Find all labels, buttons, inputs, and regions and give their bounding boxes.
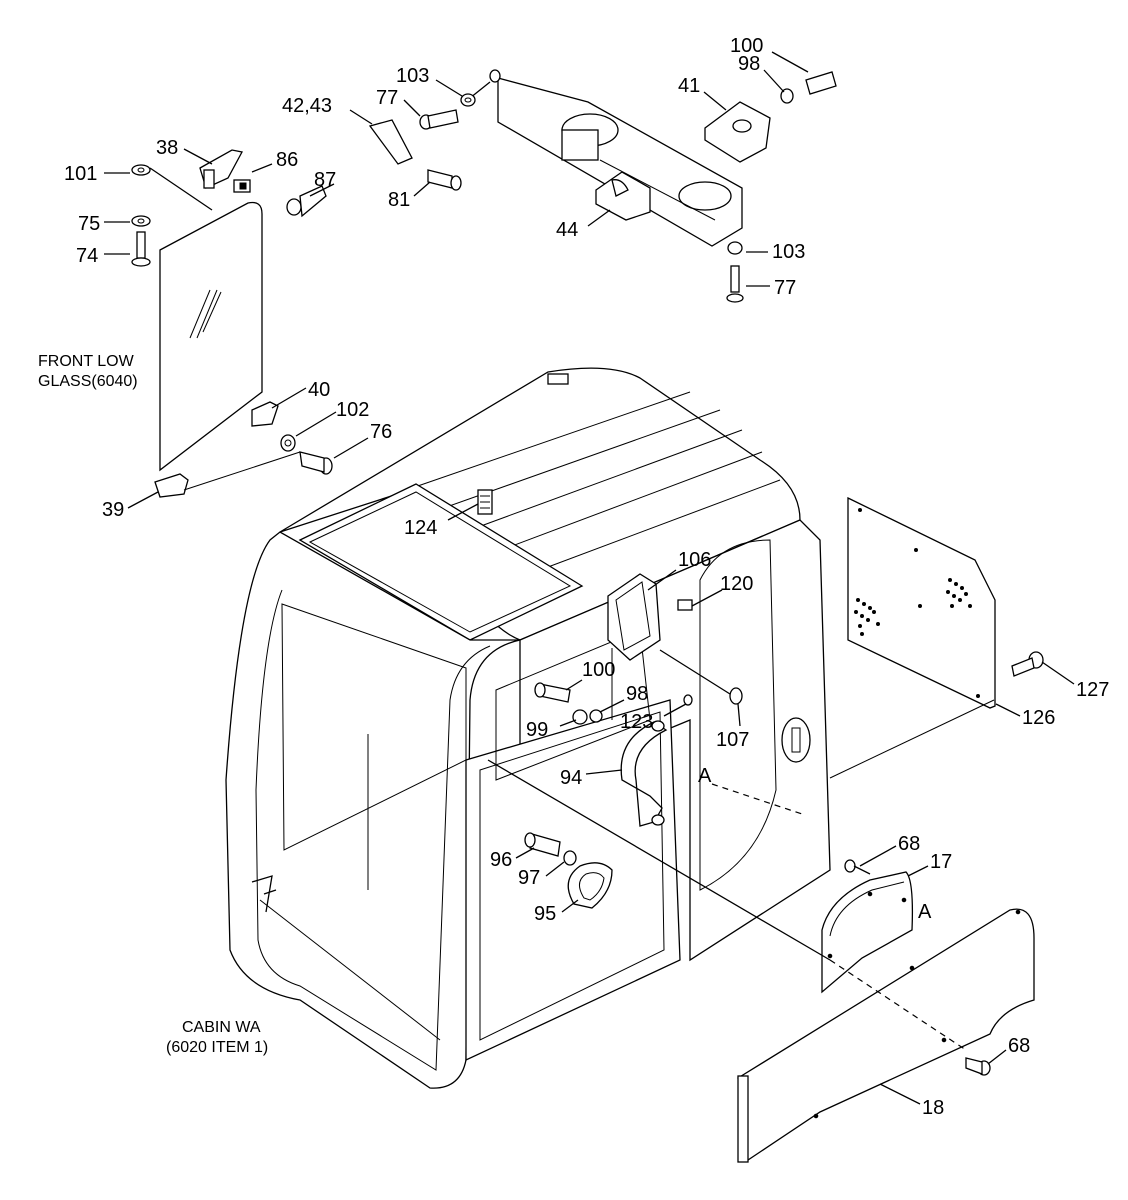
callout-a-right: A — [918, 901, 932, 923]
callout-123: 123 — [620, 711, 653, 733]
callout-a-left: A — [698, 765, 712, 787]
callout-77-right: 77 — [774, 277, 796, 299]
pin-103-top-mount — [469, 69, 501, 99]
callout-106: 106 — [678, 549, 711, 571]
callout-68-bottom: 68 — [1008, 1035, 1030, 1057]
callout-97: 97 — [518, 867, 540, 889]
callout-94: 94 — [560, 767, 582, 789]
callout-86: 86 — [276, 149, 298, 171]
front-low-glass-note-line2: GLASS(6040) — [38, 373, 138, 390]
bolt-77-right — [726, 265, 744, 303]
callout-74: 74 — [76, 245, 98, 267]
washer-103-top — [460, 93, 476, 107]
callout-41: 41 — [678, 75, 700, 97]
bolt-96 — [524, 832, 561, 857]
clip-120 — [677, 599, 693, 611]
panel-126 — [847, 496, 996, 709]
panel-17 — [821, 871, 914, 994]
callout-98-mid: 98 — [626, 683, 648, 705]
bolt-74 — [131, 231, 151, 267]
bracket-42-43 — [368, 119, 413, 165]
callout-96: 96 — [490, 849, 512, 871]
bolt-100-mid — [534, 682, 571, 703]
bolt-77-top — [419, 109, 459, 130]
callout-17: 17 — [930, 851, 952, 873]
callout-leaders — [104, 51, 1075, 1105]
bracket-39 — [154, 473, 189, 498]
screw-87 — [286, 185, 327, 218]
callout-103-right: 103 — [772, 241, 805, 263]
panel-18 — [737, 908, 1035, 1163]
callout-103-top: 103 — [396, 65, 429, 87]
callout-38: 38 — [156, 137, 178, 159]
front-low-glass — [149, 167, 263, 472]
callout-42-43: 42,43 — [282, 95, 332, 117]
callout-44: 44 — [556, 219, 578, 241]
callout-75: 75 — [78, 213, 100, 235]
washer-99 — [572, 709, 588, 725]
callout-95: 95 — [534, 903, 556, 925]
bolt-68-top — [844, 859, 871, 875]
callout-126: 126 — [1022, 707, 1055, 729]
callout-76: 76 — [370, 421, 392, 443]
callout-39: 39 — [102, 499, 124, 521]
callout-98-top: 98 — [738, 53, 760, 75]
callout-99: 99 — [526, 719, 548, 741]
callout-127: 127 — [1076, 679, 1109, 701]
grommet-95 — [567, 862, 613, 909]
washer-97 — [563, 850, 577, 866]
washer-98-mid — [589, 709, 603, 723]
bolt-123 — [683, 694, 693, 706]
handle-94 — [620, 720, 668, 827]
bracket-106 — [607, 573, 661, 661]
pin-107 — [659, 649, 743, 705]
bolt-68-bottom — [965, 1057, 991, 1076]
callout-87: 87 — [314, 169, 336, 191]
ceiling-bracket-plate — [497, 77, 743, 247]
callout-77-top: 77 — [376, 87, 398, 109]
bolt-100-top — [805, 71, 837, 95]
catch-44 — [595, 171, 651, 221]
callout-101: 101 — [64, 163, 97, 185]
clip-86 — [233, 179, 251, 193]
callout-124: 124 — [404, 517, 437, 539]
callout-81: 81 — [388, 189, 410, 211]
washer-101 — [131, 164, 151, 176]
bracket-38 — [199, 149, 243, 189]
callout-107: 107 — [716, 729, 749, 751]
decal-124 — [477, 489, 493, 515]
callout-120: 120 — [720, 573, 753, 595]
bracket-41 — [704, 101, 771, 163]
callout-68-top: 68 — [898, 833, 920, 855]
washer-102 — [280, 434, 296, 452]
washer-75 — [131, 215, 151, 227]
bolt-127 — [1011, 651, 1044, 677]
bolt-76 — [299, 451, 333, 475]
clip-40 — [251, 401, 279, 427]
cabin-wa-note-line1: CABIN WA — [182, 1019, 261, 1036]
callout-100-top: 100 — [730, 35, 763, 57]
callout-102: 102 — [336, 399, 369, 421]
washer-98-top — [780, 88, 794, 104]
cabin-wa-note-line2: (6020 ITEM 1) — [166, 1039, 268, 1056]
callout-40: 40 — [308, 379, 330, 401]
callout-100-mid: 100 — [582, 659, 615, 681]
front-low-glass-note-line1: FRONT LOW — [38, 353, 135, 370]
bolt-81 — [427, 169, 462, 191]
washer-103-right — [727, 241, 743, 255]
callout-18: 18 — [922, 1097, 944, 1119]
